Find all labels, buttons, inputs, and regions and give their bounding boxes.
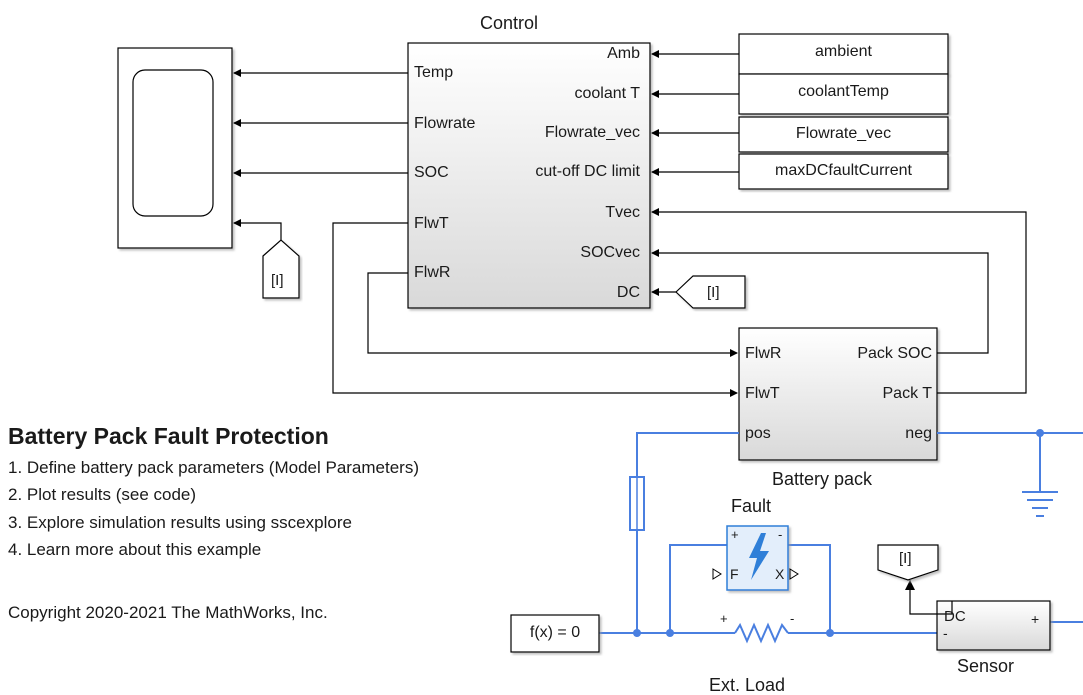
- source-flowrate-label: Flowrate_vec: [795, 125, 892, 142]
- source-coolanttemp-block[interactable]: [738, 73, 949, 115]
- sensor-plus: +: [1031, 611, 1040, 627]
- from-tag-scope[interactable]: [262, 239, 300, 299]
- battery-port-flwr: FlwR: [745, 345, 782, 362]
- sensor-minus: -: [943, 625, 948, 641]
- source-flowrate-block[interactable]: [738, 116, 949, 153]
- resistor-icon[interactable]: [734, 622, 789, 644]
- model-heading: Battery Pack Fault Protection: [8, 423, 329, 449]
- control-port-dc: DC: [616, 284, 640, 301]
- source-coolanttemp-label: coolantTemp: [798, 83, 889, 100]
- battery-port-pos: pos: [745, 425, 771, 442]
- battery-port-pack-t: Pack T: [882, 385, 933, 402]
- control-block[interactable]: [407, 42, 651, 309]
- solver-label: f(x) = 0: [529, 624, 581, 641]
- sensor-port-dc: DC: [944, 608, 966, 625]
- fault-minus: -: [778, 527, 783, 542]
- control-port-temp: Temp: [414, 64, 454, 81]
- load-title: Ext. Load: [709, 675, 786, 695]
- source-maxdc-label: maxDCfaultCurrent: [775, 162, 912, 179]
- scope-block[interactable]: [117, 47, 233, 249]
- control-port-flwt: FlwT: [414, 215, 449, 232]
- control-port-socvec: SOCvec: [580, 244, 640, 261]
- fault-block[interactable]: [712, 525, 799, 591]
- solver-block[interactable]: [510, 614, 600, 653]
- sensor-title: Sensor: [957, 656, 1015, 676]
- step-plot-results[interactable]: 2. Plot results (see code): [8, 485, 197, 504]
- copyright-text: Copyright 2020-2021 The MathWorks, Inc.: [8, 603, 328, 622]
- battery-pack-block[interactable]: [738, 327, 938, 461]
- battery-port-flwt: FlwT: [745, 385, 780, 402]
- battery-title: Battery pack: [772, 469, 873, 489]
- control-port-flowrate-vec: Flowrate_vec: [544, 124, 640, 141]
- control-port-amb: Amb: [607, 45, 640, 62]
- control-port-flwr: FlwR: [414, 264, 451, 281]
- fault-title: Fault: [731, 496, 772, 516]
- control-port-soc: SOC: [414, 164, 449, 181]
- goto-tag-sensor[interactable]: [877, 544, 939, 581]
- control-port-cutoff-dc: cut-off DC limit: [535, 163, 640, 180]
- control-port-tvec: Tvec: [605, 204, 640, 221]
- ground-icon: [1022, 491, 1058, 517]
- battery-port-neg: neg: [905, 425, 932, 442]
- from-tag-dc[interactable]: [675, 275, 746, 309]
- source-ambient-block[interactable]: [738, 33, 949, 75]
- battery-port-pack-soc: Pack SOC: [857, 345, 932, 362]
- step-define-params[interactable]: 1. Define battery pack parameters (Model…: [8, 458, 420, 477]
- load-plus: +: [720, 611, 728, 626]
- control-port-flowrate: Flowrate: [414, 115, 476, 132]
- fault-plus: +: [731, 527, 739, 542]
- scope-tag-label: [I]: [271, 272, 284, 289]
- sensor-block[interactable]: [936, 600, 1051, 651]
- step-explore[interactable]: 3. Explore simulation results using ssce…: [8, 513, 352, 532]
- step-learn-more[interactable]: 4. Learn more about this example: [8, 540, 262, 559]
- load-minus: -: [790, 611, 795, 626]
- sensor-tag-label: [I]: [899, 550, 912, 567]
- control-port-coolant-t: coolant T: [574, 85, 640, 102]
- fault-port-f: F: [730, 566, 739, 582]
- fault-port-x: X: [775, 566, 785, 582]
- control-title: Control: [480, 13, 539, 33]
- dc-tag-label: [I]: [707, 284, 720, 301]
- source-maxdc-block[interactable]: [738, 153, 949, 190]
- source-ambient-label: ambient: [815, 43, 872, 60]
- lightning-icon: [749, 533, 769, 580]
